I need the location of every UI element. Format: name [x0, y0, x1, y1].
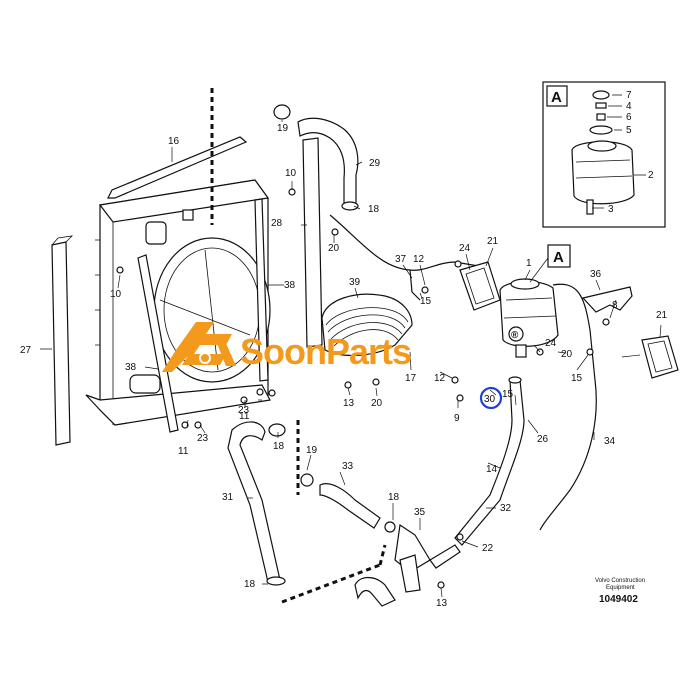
- callout-33: 33: [342, 461, 354, 472]
- hose-33: [319, 483, 381, 529]
- inset-callout-5: 5: [626, 125, 632, 136]
- callout-8: 8: [612, 300, 618, 311]
- overflow-line: [329, 214, 491, 301]
- callout-12: 12: [413, 254, 425, 265]
- callout-18: 18: [368, 204, 380, 215]
- callout-1: 1: [526, 258, 532, 269]
- callout-10: 10: [285, 168, 297, 179]
- inset-letter: A: [551, 89, 562, 106]
- callout-26: 26: [537, 434, 549, 445]
- brand-watermark-text: SoonParts: [240, 331, 411, 372]
- registered-mark: ®: [511, 330, 519, 341]
- inset-callout-2: 2: [648, 170, 654, 181]
- callout-17: 17: [405, 373, 417, 384]
- vertical-pipe-28: [302, 137, 323, 348]
- callout-15: 15: [420, 296, 432, 307]
- callout-35: 35: [414, 507, 426, 518]
- callout-9: 9: [454, 413, 460, 424]
- lower-hose-31: [227, 421, 286, 586]
- line-34: [539, 283, 597, 531]
- callout-24: 24: [545, 338, 557, 349]
- leader-lines: [40, 120, 662, 598]
- radiator-assembly: [85, 179, 271, 426]
- brand-logo-icon: [162, 322, 236, 372]
- hose-14-32: [454, 376, 525, 546]
- callout-20: 20: [561, 349, 573, 360]
- side-stays: [137, 198, 269, 433]
- credit-line-1: Volvo Construction: [595, 578, 645, 584]
- callout-20: 20: [328, 243, 340, 254]
- callout-29: 29: [369, 158, 381, 169]
- coil-cooler-39: [321, 293, 413, 356]
- reference-marker-letter: A: [553, 249, 564, 266]
- callout-21: 21: [487, 236, 499, 247]
- reference-marker: A: [529, 244, 571, 283]
- callout-10: 10: [110, 289, 122, 300]
- callout-34: 34: [604, 436, 616, 447]
- callout-18: 18: [273, 441, 285, 452]
- detail-inset: A: [542, 81, 666, 228]
- bracket-36: [581, 286, 633, 313]
- callout-32: 32: [500, 503, 512, 514]
- callout-19: 19: [306, 445, 318, 456]
- callout-11: 11: [239, 411, 250, 422]
- callout-27: 27: [20, 345, 32, 356]
- inset-callout-3: 3: [608, 204, 614, 215]
- clamp-strap-21: [459, 261, 501, 311]
- callout-22: 22: [482, 543, 494, 554]
- pipe-35: [354, 523, 461, 607]
- inset-callout-7: 7: [626, 90, 632, 101]
- inset-callout-4: 4: [626, 101, 632, 112]
- callout-24: 24: [459, 243, 471, 254]
- callout-30: 30: [484, 394, 496, 405]
- callout-19: 19: [277, 123, 289, 134]
- callout-23: 23: [197, 433, 209, 444]
- document-number: 1049402: [599, 594, 638, 605]
- callout-18: 18: [244, 579, 256, 590]
- callout-15: 15: [571, 373, 583, 384]
- callout-21: 21: [656, 310, 668, 321]
- callout-31: 31: [222, 492, 234, 503]
- highlight-circle: [479, 386, 503, 410]
- inset-callout-6: 6: [626, 112, 632, 123]
- callout-38: 38: [284, 280, 296, 291]
- callout-13: 13: [343, 398, 355, 409]
- upper-hose-29: [273, 104, 359, 211]
- callout-11: 11: [178, 446, 189, 457]
- brand-watermark: SoonParts ®: [162, 322, 524, 372]
- callout-12: 12: [434, 373, 446, 384]
- callout-39: 39: [349, 277, 361, 288]
- callout-38: 38: [125, 362, 137, 373]
- callout-15: 15: [502, 389, 514, 400]
- clamp-strap-8: [641, 335, 679, 379]
- callout-23: 23: [238, 405, 250, 416]
- callout-28: 28: [271, 218, 283, 229]
- dashed-connections: [210, 88, 387, 604]
- side-bar-27: [51, 235, 74, 446]
- credit-line-2: Equipment: [606, 585, 635, 591]
- callout-16: 16: [168, 136, 180, 147]
- callout-13: 13: [436, 598, 448, 609]
- callout-20: 20: [371, 398, 383, 409]
- inset-callout-labels: 746 5 2 3: [608, 90, 654, 215]
- callout-37: 37: [395, 254, 407, 265]
- callout-14: 14: [486, 464, 498, 475]
- callout-36: 36: [590, 269, 602, 280]
- callout-18: 18: [388, 492, 400, 503]
